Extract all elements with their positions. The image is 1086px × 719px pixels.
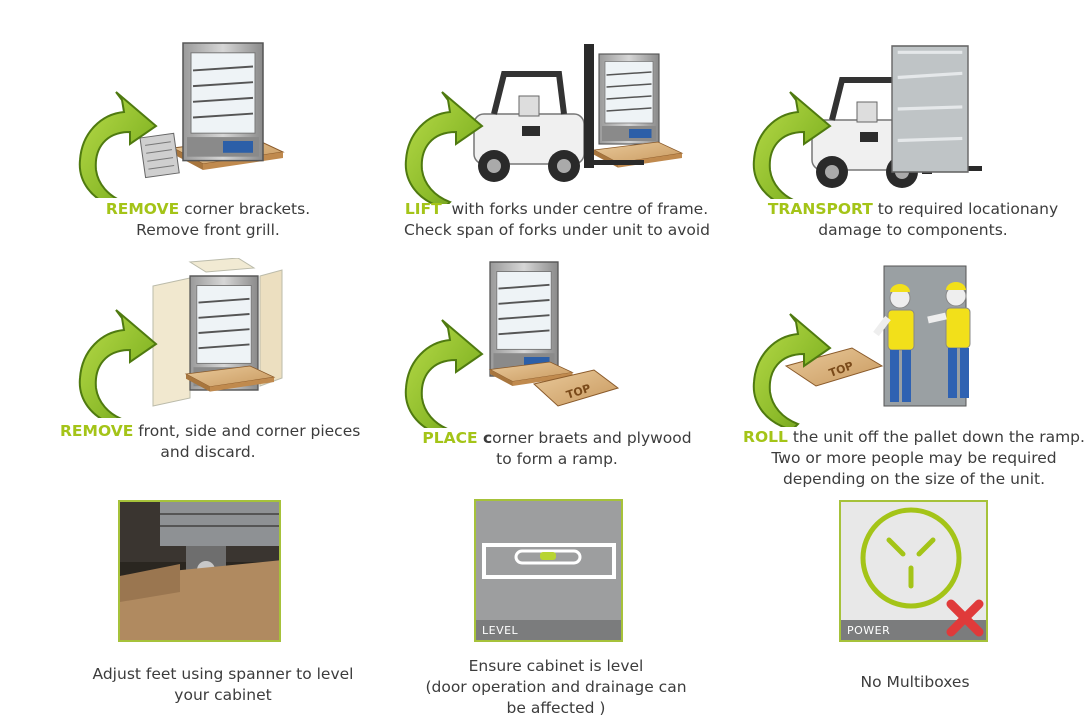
caption-line: Adjust feet using spanner to level (92, 665, 354, 683)
caption-line: (door operation and drainage can (425, 678, 687, 696)
caption-line: with forks under centre of frame. (441, 200, 709, 218)
caption-line: depending on the size of the unit. (782, 470, 1046, 488)
caption-line: No Multiboxes (860, 673, 970, 691)
power-box: POWER (839, 500, 988, 642)
power-tag: POWER (847, 624, 891, 637)
curved-arrow-icon (78, 309, 157, 418)
caption-line: Check span of forks under unit to avoid (404, 221, 710, 239)
step-caption: LIFT with forks under centre of frame. C… (404, 199, 710, 241)
caption-line: and discard. (160, 443, 256, 461)
step-caption: REMOVE corner brackets. Remove front gri… (88, 199, 328, 241)
step-caption: TRANSPORT to required locationany damage… (763, 199, 1063, 241)
step-keyword: TRANSPORT (767, 200, 873, 218)
plywood-ramp: TOP (532, 369, 620, 407)
step-caption: REMOVE front, side and corner pieces and… (60, 421, 360, 463)
worker (873, 284, 915, 402)
power-socket-icon (841, 507, 986, 640)
step-keyword: ROLL (743, 428, 788, 446)
caption-line: to required locationany (872, 200, 1059, 218)
caption-line: your cabinet (174, 686, 272, 704)
caption-line: Two or more people may be required (771, 449, 1057, 467)
level-icon (476, 543, 621, 640)
curved-arrow-icon (404, 319, 483, 428)
power-caption: No Multiboxes (815, 672, 1015, 693)
caption-line: to form a ramp. (496, 450, 618, 468)
level-tag: LEVEL (482, 624, 519, 637)
caption-line: corner brackets. (179, 200, 311, 218)
wrapped-cabinet (891, 45, 969, 173)
step-keyword: PLACE (422, 429, 478, 447)
worker (927, 282, 971, 398)
step2-illustration (404, 34, 683, 204)
plywood-ramp: TOP (784, 347, 884, 387)
step5-illustration: TOP (404, 261, 620, 428)
step6-illustration: TOP (752, 265, 971, 427)
adjust-feet-photo (118, 500, 281, 642)
curved-arrow-icon (404, 91, 483, 204)
level-caption: Ensure cabinet is level (door operation … (414, 656, 698, 719)
caption-line: orner braets and plywood (492, 429, 692, 447)
step1-illustration (78, 42, 284, 198)
side-panel (152, 277, 191, 407)
caption-line: damage to components. (818, 221, 1008, 239)
step-caption: PLACE corner braets and plywood to form … (404, 428, 710, 470)
step-keyword: REMOVE (105, 200, 180, 218)
step4-illustration (78, 258, 283, 418)
caption-line: Ensure cabinet is level (468, 657, 644, 675)
level-box: LEVEL (474, 499, 623, 642)
adjust-feet-caption: Adjust feet using spanner to level your … (88, 664, 358, 706)
step3-illustration (752, 45, 982, 199)
step-caption: ROLL the unit off the pallet down the ra… (742, 427, 1086, 490)
caption-line: Remove front grill. (136, 221, 280, 239)
step-keyword: LIFT (404, 200, 442, 218)
front-grill (139, 132, 180, 179)
step-keyword: REMOVE (60, 422, 134, 440)
caption-line: the unit off the pallet down the ramp. (787, 428, 1085, 446)
caption-bold-letter: c (477, 429, 493, 447)
caption-line: front, side and corner pieces (133, 422, 361, 440)
cross-icon (946, 599, 984, 637)
caption-line: be affected ) (506, 699, 606, 717)
